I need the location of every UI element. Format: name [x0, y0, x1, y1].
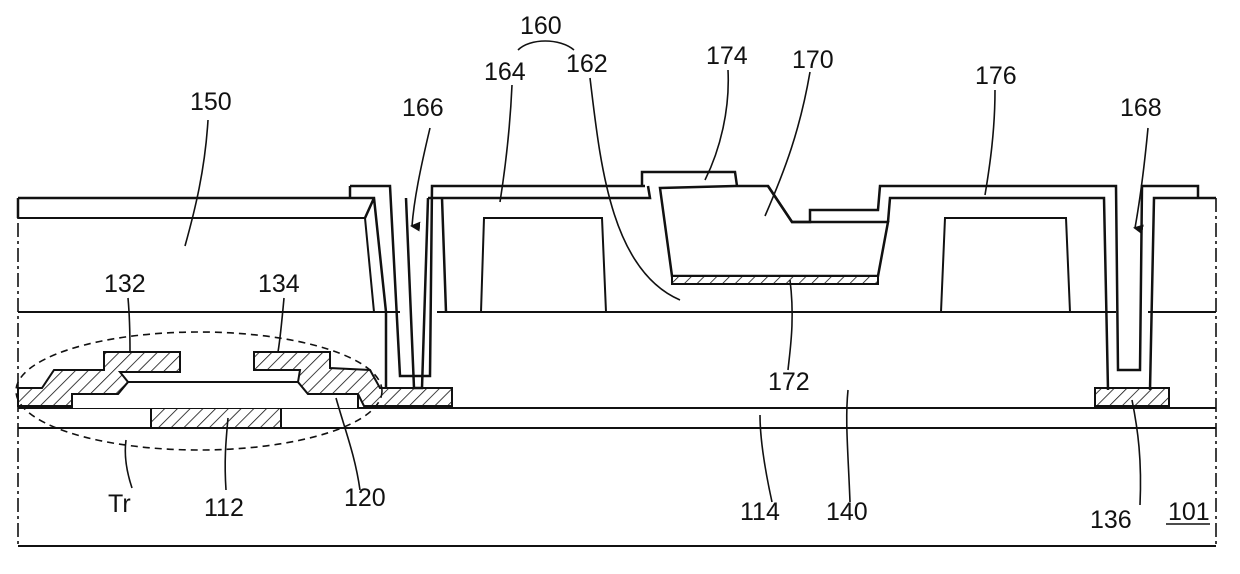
label-134: 134 — [258, 270, 300, 298]
planarization-layer-150 — [18, 218, 1070, 312]
label-136: 136 — [1090, 506, 1132, 534]
label-132: 132 — [104, 270, 146, 298]
via-inner-166 — [406, 198, 428, 388]
label-170: 170 — [792, 46, 834, 74]
organic-layer-170 — [660, 186, 888, 276]
label-172: 172 — [768, 368, 810, 396]
electrode-172 — [672, 276, 878, 284]
via-hole-166 — [350, 186, 645, 376]
label-164: 164 — [484, 58, 526, 86]
label-Tr: Tr — [108, 490, 131, 518]
label-168: 168 — [1120, 94, 1162, 122]
label-140: 140 — [826, 498, 868, 526]
substrate-101 — [18, 198, 1216, 546]
label-112: 112 — [204, 494, 244, 522]
layer-164-top — [428, 186, 650, 312]
gate-electrode-112 — [151, 408, 281, 428]
label-101: 101 — [1168, 498, 1210, 526]
label-166: 166 — [402, 94, 444, 122]
via-hole-168 — [888, 198, 1216, 390]
label-160: 160 — [520, 12, 562, 40]
label-174: 174 — [706, 42, 748, 70]
electrode-174 — [642, 172, 737, 186]
label-150: 150 — [190, 88, 232, 116]
label-114: 114 — [740, 498, 780, 526]
label-176: 176 — [975, 62, 1017, 90]
label-162: 162 — [566, 50, 608, 78]
label-120: 120 — [344, 484, 386, 512]
